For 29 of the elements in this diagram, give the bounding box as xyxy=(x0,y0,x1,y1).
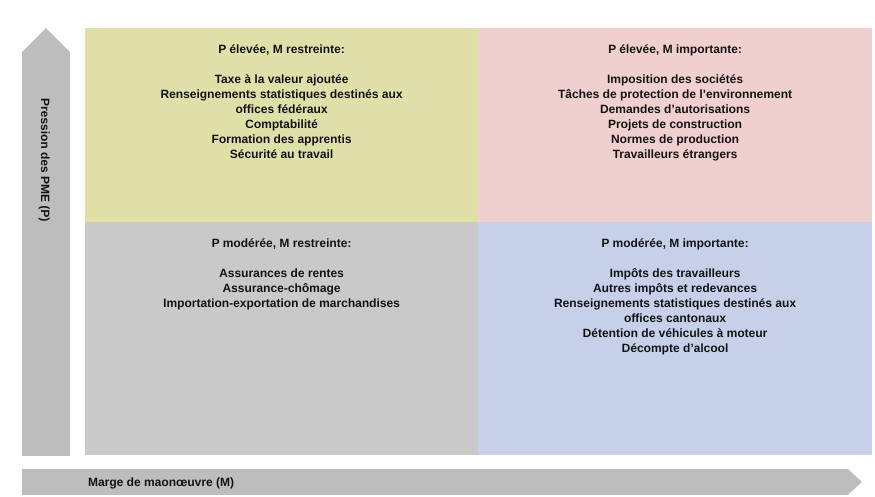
quadrant-heading: P élevée, M importante: xyxy=(607,42,743,57)
list-item: Sécurité au travail xyxy=(228,147,334,162)
list-item: Normes de production xyxy=(610,132,740,147)
list-item: Décompte d’alcool xyxy=(620,341,730,356)
list-item: Importation-exportation de marchandises xyxy=(162,296,401,311)
list-item: Demandes d’autorisations xyxy=(598,102,752,117)
list-item: Imposition des sociétés xyxy=(606,72,744,87)
quadrant-heading: P modérée, M importante: xyxy=(600,236,750,251)
list-item: Formation des apprentis xyxy=(210,132,353,147)
quadrant-panel xyxy=(85,28,478,222)
quadrant-panel xyxy=(478,28,872,222)
list-item: Détention de véhicules à moteur xyxy=(582,326,768,341)
quadrant-heading: P élevée, M restreinte: xyxy=(217,42,346,57)
list-item: Comptabilité xyxy=(244,117,319,132)
axis-label: Marge de maonœuvre (M) xyxy=(88,475,234,489)
quadrant-panel xyxy=(85,222,478,455)
axis-label: Pression des PME (P) xyxy=(38,98,52,222)
quadrant-heading: P modérée, M restreinte: xyxy=(210,236,352,251)
list-item: Assurances de rentes xyxy=(218,266,345,281)
list-item: Autres impôts et redevances xyxy=(592,281,758,296)
list-item: Tâches de protection de l’environnement xyxy=(556,87,794,102)
list-item: Renseignements statistiques destinés aux offices fédéraux xyxy=(159,87,404,117)
list-item: Impôts des travailleurs xyxy=(608,266,742,281)
list-item: Travailleurs étrangers xyxy=(612,147,738,162)
list-item: Taxe à la valeur ajoutée xyxy=(214,72,350,87)
list-item: Renseignements statistiques destinés aux offices cantonaux xyxy=(552,296,798,326)
list-item: Projets de construction xyxy=(606,117,744,132)
quadrant-panel xyxy=(478,222,872,455)
list-item: Assurance-chômage xyxy=(221,281,342,296)
